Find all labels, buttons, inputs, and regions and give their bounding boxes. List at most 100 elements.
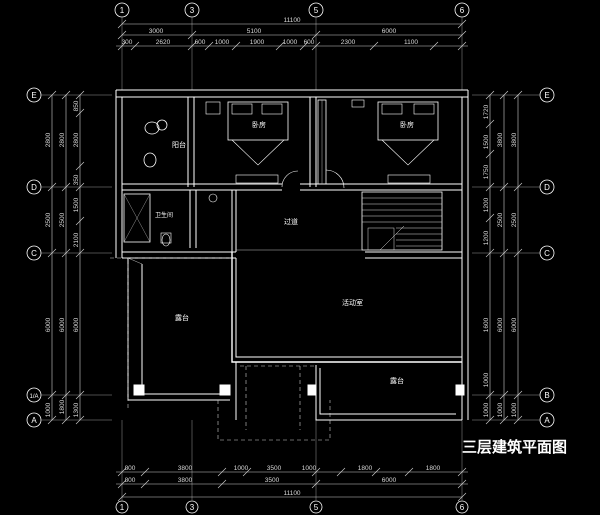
dim-bottom-main-2: 3800 [178,477,193,484]
axis-right-A: A [544,416,550,425]
dim-top-detail-7: 600 [304,39,315,46]
dim-top-main-3: 6000 [382,28,397,35]
drawing-title: 三层建筑平面图 [462,438,567,456]
dim-right-detail-5: 1200 [483,230,490,245]
room-label-bathroom: 卫生间 [155,211,173,219]
room-label-bedroom-right: 卧房 [400,120,414,129]
dim-top-detail-8: 2300 [341,39,356,46]
corridor: 过道 [236,217,362,251]
dimensions-top [116,19,468,51]
axis-top-5: 5 [314,6,319,15]
dim-left-main-4: 6000 [45,317,52,332]
dim-left-main-6: 1000 [45,402,52,417]
dim-top-detail-3: 600 [195,39,206,46]
bedroom-right: 卧房 [325,99,439,189]
axis-top-6: 6 [460,6,465,15]
dim-right-detail-7: 1000 [483,372,490,387]
dim-left-detail-1: 850 [73,100,80,111]
dim-top-detail-2: 2620 [156,39,171,46]
dim-right-detail-3: 1750 [483,164,490,179]
dim-right-main-3: 6000 [497,317,504,332]
axis-right-C: C [544,249,550,258]
dimensions-bottom [116,467,468,502]
room-label-terrace-left: 露台 [175,313,189,322]
dim-right-main-1: 3800 [497,132,504,147]
room-label-terrace-bottom: 露台 [390,376,404,385]
dim-right-main-1b: 3800 [511,132,518,147]
terraces: 露台 露台 [175,313,404,385]
axis-left-A: A [31,416,37,425]
dimensions-left [47,90,85,425]
activity-room: 活动室 [342,298,363,307]
dim-right-main-3b: 6000 [511,317,518,332]
dim-left-detail-2: 2800 [73,132,80,147]
bedroom-left: 卧房 [205,101,299,188]
axis-right-B: B [544,391,549,400]
dim-bottom-detail-3: 1000 [234,465,249,472]
axis-left-E: E [31,91,36,100]
dim-bottom-detail-5: 1000 [302,465,317,472]
axis-bubbles-right: E D C B A [539,87,555,428]
axis-bubbles-left: E D C 1/A A [26,87,42,428]
dim-top-overall: 11100 [283,17,300,24]
dim-right-main-2: 2500 [497,212,504,227]
dim-left-detail-4: 1500 [73,197,80,212]
axis-left-1A: 1/A [29,394,38,400]
axis-left-D: D [31,183,37,192]
dim-right-detail-6: 1600 [483,317,490,332]
dim-right-detail-4: 1200 [483,197,490,212]
stair [362,197,442,251]
bathroom: 卫生间 [123,193,218,247]
dim-left-main-1b: 2800 [59,132,66,147]
axis-bottom-5: 5 [314,503,319,512]
room-label-activity-room: 活动室 [342,298,363,307]
dim-bottom-overall: 11100 [283,490,300,497]
dim-bottom-detail-2: 3800 [178,465,193,472]
dim-left-main-1: 2800 [45,132,52,147]
dim-left-main-5: 1800 [59,399,66,414]
axis-bottom-3: 3 [190,503,195,512]
axis-extension-lines [41,17,540,500]
walls [115,89,469,421]
axis-top-3: 3 [190,6,195,15]
dim-bottom-detail-6: 1800 [358,465,373,472]
dim-top-main-2: 5100 [247,28,262,35]
dim-left-detail-7: 6000 [73,317,80,332]
axis-left-C: C [31,249,37,258]
axis-bubbles-top: 1 3 5 6 [114,2,470,18]
dim-left-main-2: 2500 [45,212,52,227]
dim-right-main-4: 1000 [497,402,504,417]
room-label-bedroom-left: 卧房 [252,120,266,129]
dim-right-main-4b: 1000 [511,402,518,417]
dim-right-main-2b: 2500 [511,212,518,227]
dim-right-detail-1: 1720 [483,104,490,119]
dim-top-detail-9: 1100 [404,39,418,46]
dim-bottom-main-1: 800 [125,477,136,484]
axis-top-1: 1 [120,6,125,15]
dim-bottom-detail-7: 1800 [426,465,441,472]
axis-bubbles-bottom: 1 3 5 6 [115,500,469,514]
dimensions-right [485,90,523,425]
dim-top-main-1: 3000 [149,28,164,35]
dim-bottom-detail-1: 800 [125,465,136,472]
dim-left-detail-5: 2100 [73,232,80,247]
dim-top-detail-6: 1000 [283,39,298,46]
room-label-corridor: 过道 [284,217,298,226]
dim-top-detail-1: 300 [122,39,133,46]
dim-right-detail-8: 1000 [483,402,490,417]
axis-bottom-1: 1 [120,503,125,512]
dim-left-main-2b: 2500 [59,212,66,227]
dim-bottom-main-4: 6000 [382,477,397,484]
balcony-area: 阳台 [143,119,186,168]
dim-bottom-main-3: 3500 [265,477,280,484]
room-label-balcony: 阳台 [172,140,186,149]
dim-left-detail-3: 350 [73,174,80,185]
dim-left-main-4b: 6000 [59,317,66,332]
dim-left-detail-8: 1300 [73,402,80,417]
axis-right-E: E [544,91,549,100]
dim-bottom-detail-4: 3500 [267,465,282,472]
axis-bottom-6: 6 [460,503,465,512]
dashed-lines [110,257,331,441]
dim-right-detail-2: 1500 [483,134,490,149]
